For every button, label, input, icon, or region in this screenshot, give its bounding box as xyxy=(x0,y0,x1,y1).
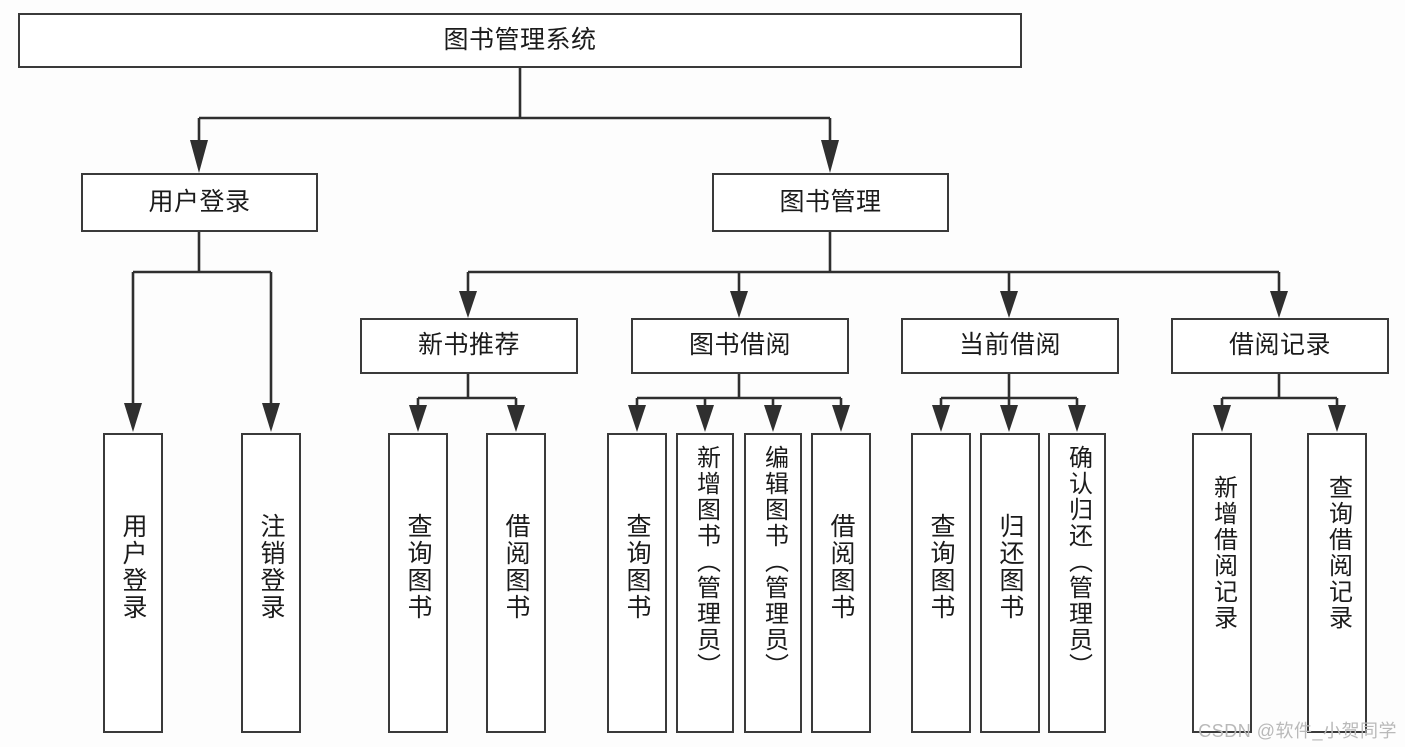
leaf-query-book-2-label: 查询图书 xyxy=(623,513,651,621)
leaf-query-borrow-record[interactable]: 查询借阅记录 xyxy=(1307,433,1367,733)
leaf-user-login[interactable]: 用户登录 xyxy=(103,433,163,733)
arrow-to-leaf-edit-book-admin xyxy=(764,405,782,432)
leaf-add-borrow-record-label: 新增借阅记录 xyxy=(1209,475,1237,631)
arrow-to-leaf-query-borrow-record xyxy=(1328,405,1346,432)
leaf-add-book-admin-label: 新增图书（管理员） xyxy=(692,445,720,679)
arrow-to-leaf-confirm-return-admin xyxy=(1068,405,1086,432)
leaf-borrow-book-2-label: 借阅图书 xyxy=(827,513,855,621)
arrow-to-leaf-return-book xyxy=(1000,405,1018,432)
node-current-borrow-label: 当前借阅 xyxy=(958,331,1061,360)
node-current-borrow[interactable]: 当前借阅 xyxy=(901,318,1119,374)
node-user-login[interactable]: 用户登录 xyxy=(81,173,318,232)
node-new-book-recommend-label: 新书推荐 xyxy=(417,331,520,360)
arrow-to-borrow-record xyxy=(1270,291,1288,318)
arrow-to-user-login xyxy=(190,140,208,173)
arrow-to-leaf-add-book-admin xyxy=(696,405,714,432)
leaf-query-borrow-record-label: 查询借阅记录 xyxy=(1324,475,1352,631)
arrow-to-leaf-logout-login xyxy=(262,403,280,432)
arrow-to-book-borrow xyxy=(730,291,748,318)
leaf-borrow-book-2[interactable]: 借阅图书 xyxy=(811,433,871,733)
leaf-return-book-label: 归还图书 xyxy=(996,513,1024,621)
leaf-edit-book-admin[interactable]: 编辑图书（管理员） xyxy=(744,433,802,733)
leaf-borrow-book-1-label: 借阅图书 xyxy=(502,513,530,621)
leaf-query-book-3-label: 查询图书 xyxy=(927,513,955,621)
node-book-borrow-label: 图书借阅 xyxy=(688,331,791,360)
leaf-add-book-admin[interactable]: 新增图书（管理员） xyxy=(676,433,734,733)
arrow-to-new-book-recommend xyxy=(459,291,477,318)
csdn-watermark: CSDN @软件_小贺同学 xyxy=(1198,721,1397,741)
node-root-label: 图书管理系统 xyxy=(443,25,597,54)
arrow-to-leaf-add-borrow-record xyxy=(1213,405,1231,432)
arrow-to-leaf-query-book-1 xyxy=(409,405,427,432)
leaf-add-borrow-record[interactable]: 新增借阅记录 xyxy=(1192,433,1252,733)
arrow-to-book-management xyxy=(821,140,839,173)
arrow-to-current-borrow xyxy=(1000,291,1018,318)
arrow-to-leaf-borrow-book-2 xyxy=(832,405,850,432)
node-book-management[interactable]: 图书管理 xyxy=(712,173,949,232)
leaf-confirm-return-admin-label: 确认归还（管理员） xyxy=(1064,445,1092,679)
arrow-to-leaf-borrow-book-1 xyxy=(507,405,525,432)
node-borrow-record[interactable]: 借阅记录 xyxy=(1171,318,1389,374)
node-borrow-record-label: 借阅记录 xyxy=(1228,331,1331,360)
node-book-borrow[interactable]: 图书借阅 xyxy=(631,318,849,374)
node-book-management-label: 图书管理 xyxy=(779,187,882,216)
leaf-user-login-label: 用户登录 xyxy=(119,513,147,621)
leaf-logout-login-label: 注销登录 xyxy=(257,513,285,621)
leaf-logout-login[interactable]: 注销登录 xyxy=(241,433,301,733)
leaf-query-book-2[interactable]: 查询图书 xyxy=(607,433,667,733)
node-root[interactable]: 图书管理系统 xyxy=(18,13,1022,68)
leaf-query-book-3[interactable]: 查询图书 xyxy=(911,433,971,733)
leaf-query-book-1[interactable]: 查询图书 xyxy=(388,433,448,733)
arrow-to-leaf-query-book-3 xyxy=(932,405,950,432)
node-new-book-recommend[interactable]: 新书推荐 xyxy=(360,318,578,374)
leaf-return-book[interactable]: 归还图书 xyxy=(980,433,1040,733)
leaf-borrow-book-1[interactable]: 借阅图书 xyxy=(486,433,546,733)
leaf-confirm-return-admin[interactable]: 确认归还（管理员） xyxy=(1048,433,1106,733)
arrow-to-leaf-query-book-2 xyxy=(628,405,646,432)
node-user-login-label: 用户登录 xyxy=(148,187,251,216)
leaf-edit-book-admin-label: 编辑图书（管理员） xyxy=(760,445,788,679)
leaf-query-book-1-label: 查询图书 xyxy=(404,513,432,621)
arrow-to-leaf-user-login xyxy=(124,403,142,432)
